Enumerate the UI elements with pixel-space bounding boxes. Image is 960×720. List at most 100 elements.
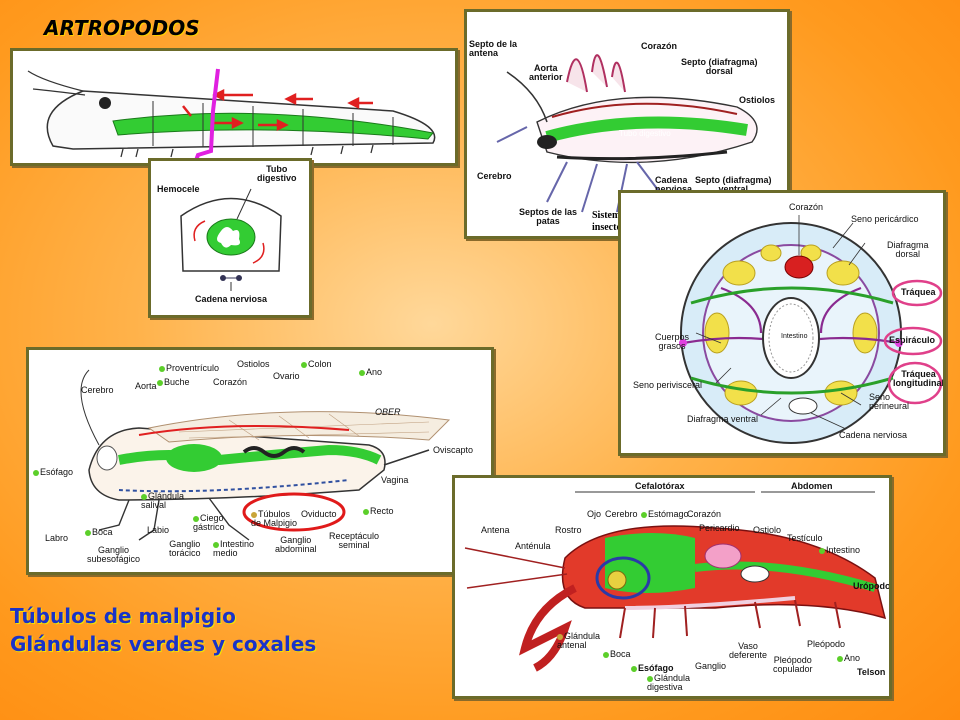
label-cadena-nerviosa: Cadena nerviosa: [655, 175, 692, 194]
label-text: Ano: [844, 653, 861, 663]
hemocele-drawing: [180, 188, 282, 291]
label-cerebro: Cerebro: [81, 385, 114, 395]
label-text: Glándula digestiva: [647, 673, 691, 693]
label-cerebro: Cerebro: [477, 171, 512, 181]
label-espiraculo: Espiráculo: [889, 335, 936, 345]
green-marker-icon: [819, 547, 825, 554]
label-pleopodo-copulador: Pleópodo copulador: [773, 655, 813, 675]
label-ostiolo: Ostiolo: [753, 525, 782, 535]
label-esofago: Esófago: [33, 467, 74, 477]
label-ano: Ano: [837, 653, 861, 663]
label-buche: Buche: [157, 377, 190, 387]
grasshopper-drawing: [80, 369, 451, 541]
label-seno-perineural: Seno perineural: [869, 392, 910, 412]
label-corazon: Corazón: [687, 509, 722, 519]
hemocele-section-diagram: Hemocele Tubo digestivo Cadena nerviosa: [148, 158, 312, 318]
label-seno-pericardico: Seno pericárdico: [851, 214, 919, 224]
caterpillar-diagram: [10, 48, 458, 166]
label-boca: Boca: [603, 649, 631, 659]
label-corazon: Corazón: [789, 202, 824, 212]
label-text: Colon: [308, 359, 332, 369]
label-text: Proventrículo: [166, 363, 220, 373]
green-marker-icon: [837, 655, 843, 662]
label-colon: Colon: [301, 359, 332, 369]
label-ganglio-abdominal: Ganglio abdominal: [275, 535, 317, 555]
label-rostro: Rostro: [555, 525, 582, 535]
label-cadena-nerviosa: Cadena nerviosa: [839, 430, 908, 440]
gold-marker-icon: [251, 511, 257, 518]
label-diafragma-ventral: Diafragma ventral: [687, 414, 759, 424]
insect-cross-section-drawing: [679, 215, 943, 444]
label-hemocele: Hemocele: [157, 184, 200, 194]
label-cadena-nerviosa: Cadena nerviosa: [195, 294, 268, 304]
label-text: Esófago: [638, 663, 674, 673]
label-seno-perivisceral: Seno perivisceral: [633, 380, 703, 390]
label-text: Buche: [164, 377, 190, 387]
label-oviscapto: Oviscapto: [433, 445, 474, 455]
label-testiculo: Testículo: [787, 533, 823, 543]
label-cefalotorax: Cefalotórax: [635, 481, 685, 491]
label-labio: Labio: [147, 525, 170, 535]
green-marker-icon: [33, 469, 39, 476]
green-marker-icon: [193, 515, 199, 522]
label-diafragma-dorsal: Diafragma dorsal: [887, 240, 929, 260]
label-uropodo: Urópodo: [853, 581, 891, 591]
green-marker-icon: [85, 529, 91, 536]
label-labro: Labro: [45, 533, 69, 543]
label-aorta: Aorta: [135, 381, 157, 391]
label-ganglio-toracico: Ganglio torácico: [169, 539, 201, 559]
label-ovario: Ovario: [273, 371, 300, 381]
label-antenula: Anténula: [515, 541, 551, 551]
green-marker-icon: [363, 508, 369, 515]
label-text: Ciego gástrico: [193, 513, 225, 533]
green-marker-icon: [641, 511, 647, 518]
label-receptaculo-seminal: Receptáculo seminal: [329, 531, 380, 551]
label-glandula-digestiva: Glándula digestiva: [647, 673, 691, 693]
label-intestino-medio: Intestino medio: [213, 539, 255, 559]
green-marker-icon: [213, 541, 219, 548]
label-antena: Antena: [481, 525, 510, 535]
label-intestino: Intestino: [819, 545, 860, 555]
label-tubulos-malpigio: Túbulos de Malpigio: [251, 509, 298, 529]
caterpillar-drawing: [27, 68, 436, 163]
note-glandulas: Glándulas verdes y coxales: [10, 632, 317, 656]
label-traquea-longitudinal: Tráquea longitudinal: [893, 369, 944, 389]
label-proventriculo: Proventrículo: [159, 363, 220, 373]
label-septos-patas: Septos de las patas: [519, 207, 578, 227]
label-text: Túbulos de Malpigio: [251, 509, 298, 529]
label-text: Ano: [366, 367, 383, 377]
label-text: Intestino medio: [213, 539, 255, 559]
label-ano: Ano: [359, 367, 383, 377]
label-text: Glándula antenal: [557, 631, 601, 651]
label-corazon: Corazón: [641, 41, 677, 51]
label-vagina: Vagina: [381, 475, 409, 485]
crayfish-drawing: [464, 491, 887, 672]
label-text: Boca: [92, 527, 113, 537]
gold-marker-icon: [557, 633, 563, 640]
label-recto: Recto: [363, 506, 394, 516]
label-ober: OBER: [375, 407, 401, 417]
label-tubo-digestivo: Tubo digestivo: [619, 129, 671, 138]
label-ostiolos: Ostiolos: [237, 359, 270, 369]
green-marker-icon: [631, 665, 637, 672]
label-boca: Boca: [85, 527, 113, 537]
green-marker-icon: [359, 369, 365, 376]
label-septo-dorsal: Septo (diafragma) dorsal: [681, 57, 758, 77]
label-pericardio: Pericardio: [699, 523, 740, 533]
label-traquea: Tráquea: [901, 287, 936, 297]
label-septo-ventral: Septo (diafragma) ventral: [695, 175, 772, 194]
label-text: Esófago: [40, 467, 74, 477]
insect-cross-section-diagram: Corazón Seno pericárdico Diafragma dorsa…: [618, 190, 946, 456]
label-corazon: Corazón: [213, 377, 248, 387]
label-intestino: Intestino: [781, 333, 808, 340]
green-marker-icon: [159, 365, 165, 372]
label-estomago: Estómago: [641, 509, 689, 519]
grasshopper-diagram: Proventrículo Ostiolos Colon Ano Cerebro…: [26, 347, 494, 575]
label-ojo: Ojo: [587, 509, 602, 519]
label-aorta-anterior: Aorta anterior: [529, 63, 563, 83]
insect-circulatory-drawing: [496, 54, 758, 213]
label-septo-antena: Septo de la antena: [469, 39, 518, 59]
label-pleopodo: Pleópodo: [807, 639, 846, 649]
label-abdomen: Abdomen: [791, 481, 833, 491]
crayfish-diagram: Cefalotórax Abdomen Antena Rostro Ojo Ce…: [452, 475, 892, 699]
